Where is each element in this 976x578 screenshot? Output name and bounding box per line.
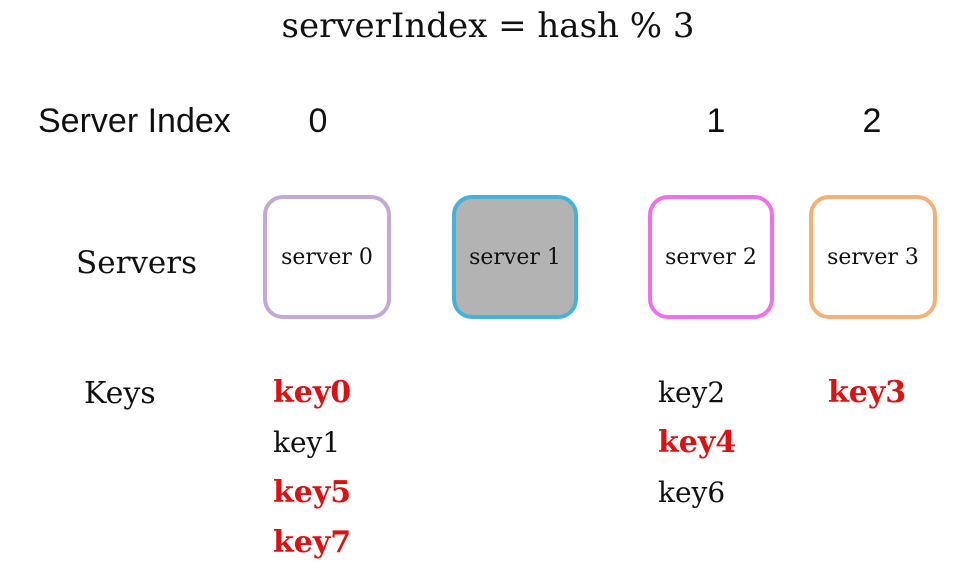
server-index-2: 2	[862, 102, 882, 140]
server-label-2: server 2	[665, 244, 757, 270]
formula-title: serverIndex = hash % 3	[281, 6, 695, 46]
server-box-0: server 0	[263, 195, 391, 319]
server-box-2: server 2	[648, 195, 774, 319]
server-index-1: 1	[706, 102, 726, 140]
server-index-0: 0	[308, 102, 328, 140]
key-item: key5	[273, 475, 352, 510]
server-box-1: server 1	[452, 195, 578, 319]
server-label-3: server 3	[827, 244, 919, 270]
server-label-0: server 0	[281, 244, 373, 270]
key-item: key3	[828, 375, 907, 410]
server-index-label: Server Index	[38, 102, 231, 140]
key-item: key2	[658, 376, 726, 409]
keys-column-server2: key2 key4 key6	[658, 368, 736, 518]
keys-label: Keys	[84, 376, 156, 411]
server-box-3: server 3	[809, 195, 937, 319]
servers-label: Servers	[76, 245, 197, 281]
key-item: key1	[273, 426, 341, 459]
server-label-1: server 1	[469, 244, 561, 270]
key-item: key6	[658, 476, 726, 509]
key-item: key4	[658, 425, 737, 460]
keys-column-server0: key0 key1 key5 key7	[273, 368, 351, 568]
key-item: key7	[273, 525, 352, 560]
key-item: key0	[273, 375, 352, 410]
keys-column-server3: key3	[828, 368, 906, 418]
